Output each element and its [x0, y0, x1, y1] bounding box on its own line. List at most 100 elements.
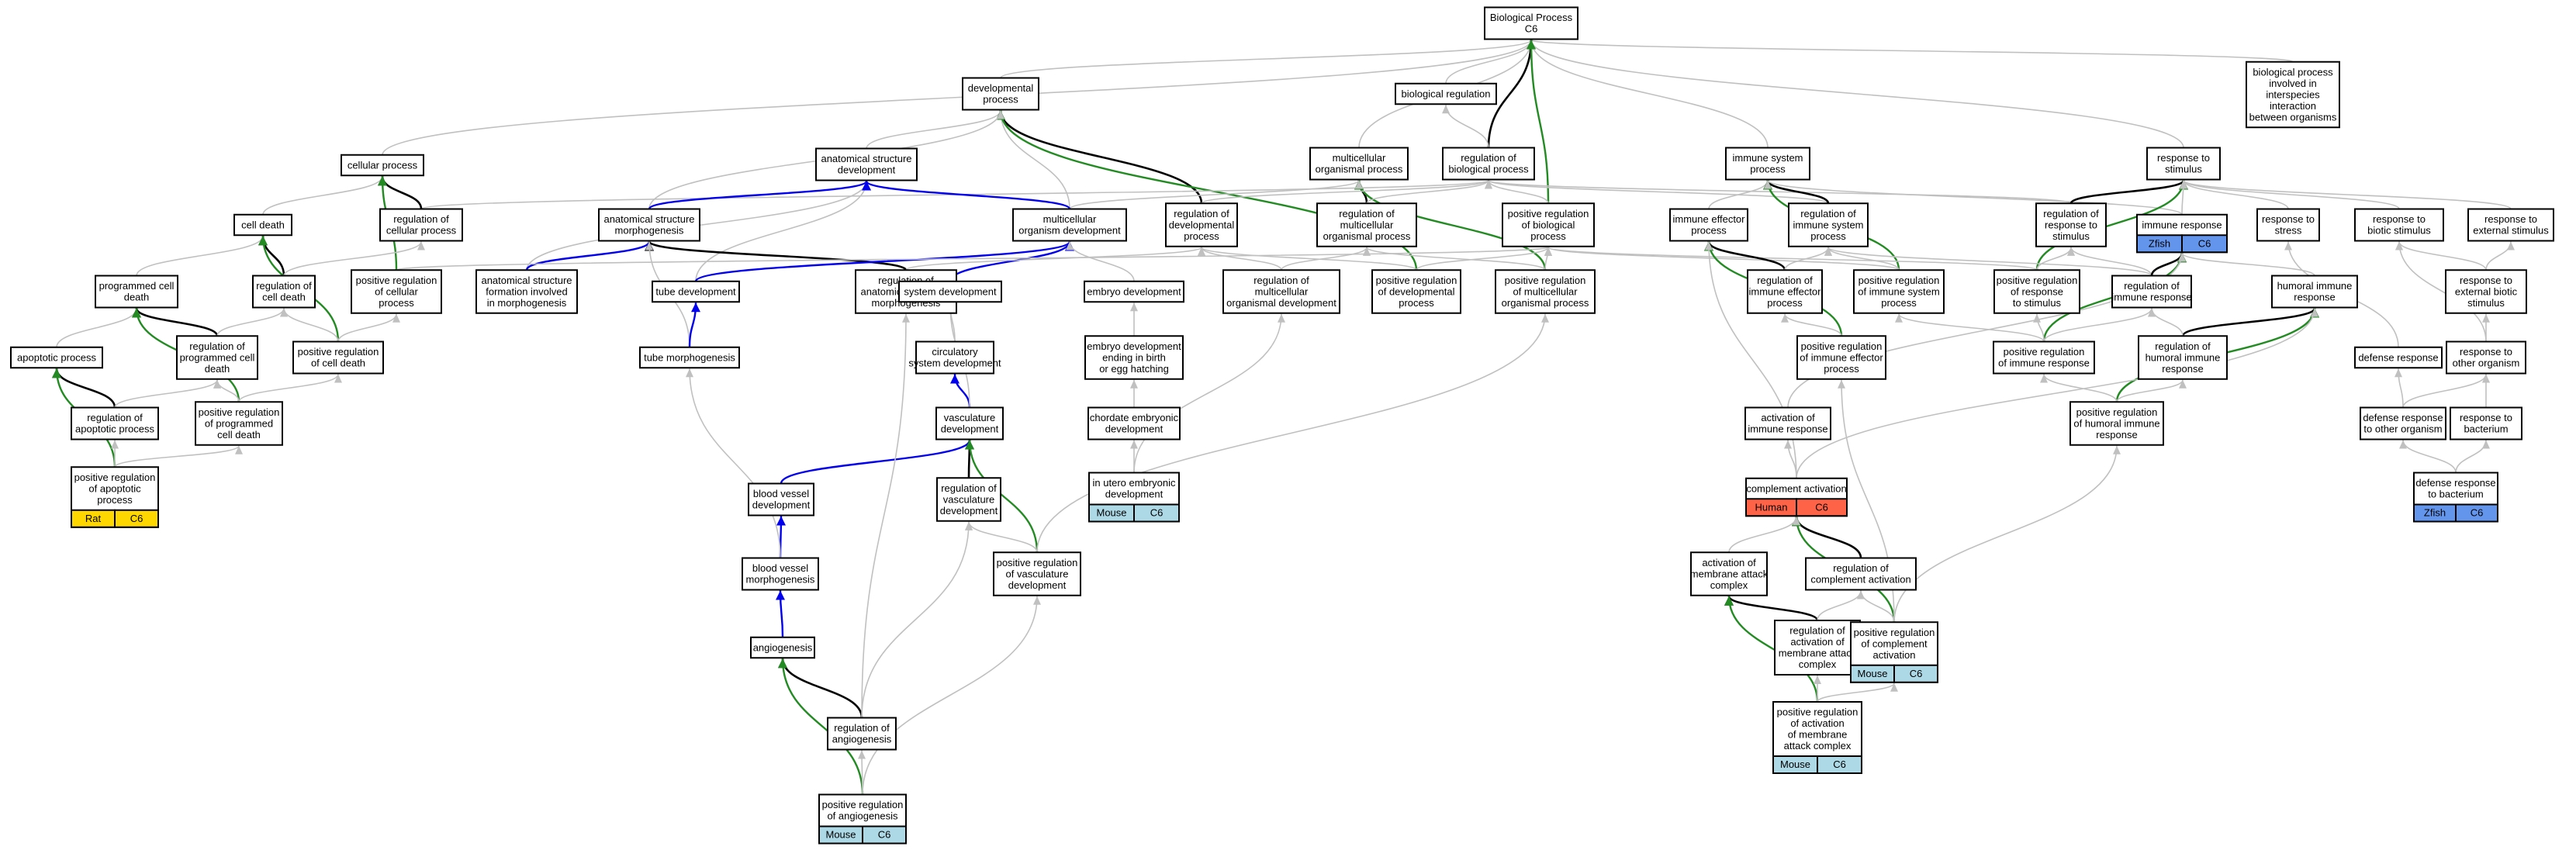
dataset-label: C6 — [130, 513, 143, 524]
edge-gray-posvasc-to-posmulti — [1036, 313, 1549, 553]
edge-gray-apoptotic-to-progdeath — [56, 308, 140, 347]
node-label-line: development — [1105, 489, 1164, 500]
edge-gray-immeff-to-immsys — [1708, 180, 1772, 209]
node-label-line: development — [1105, 423, 1164, 435]
node-label-line: biological process — [2253, 66, 2333, 78]
node-label-line: positive regulation — [298, 346, 379, 358]
node-box — [750, 636, 815, 659]
edge-gray-multidev-to-multiproc — [1069, 179, 1363, 210]
dataset-badge — [862, 825, 907, 845]
node-label-line: organismal process — [1502, 297, 1589, 309]
node-box — [1495, 269, 1596, 314]
dataset-badge — [1893, 664, 1938, 683]
node-label-line: response to — [2262, 213, 2315, 225]
edge-gray-bvmorph-to-tubemorph — [686, 368, 781, 558]
edge-blue-angio-to-bvmorph — [776, 590, 786, 638]
node-box — [2446, 340, 2526, 375]
node-box — [742, 557, 819, 591]
node-box — [1993, 269, 2080, 314]
node-label-line: process — [983, 94, 1018, 105]
node-box — [1774, 620, 1861, 676]
node-box — [1796, 335, 1886, 380]
node-label-line: of vasculature — [1006, 568, 1069, 579]
node-label-line: process — [1881, 297, 1917, 309]
edge-gray-tubedev-to-anatdev — [695, 181, 870, 282]
node-box — [1690, 551, 1768, 596]
edge-gray-regcelldeath-to-regcell — [283, 241, 425, 276]
edge-gray-regresp-to-regbio — [1485, 179, 2072, 205]
node-box — [2035, 202, 2107, 247]
edge-gray-cellproc-to-bp — [382, 40, 1535, 155]
edge-gray-posregcell-to-posbio — [396, 246, 1551, 271]
edge-gray-anatdev-to-devproc — [866, 110, 1004, 149]
edge-black-regangio-to-angio — [778, 658, 863, 718]
node-label-line: positive regulation — [1508, 208, 1589, 219]
node-label-line: of programmed — [205, 417, 273, 429]
node-label-line: stress — [2275, 225, 2302, 237]
edges-layer — [52, 39, 2515, 795]
node-label-line: stimulus — [2467, 297, 2505, 309]
node-label-line: complement activation — [1746, 482, 1846, 494]
edge-gray-regmultidev-to-regdev — [1198, 247, 1282, 271]
node-label-line: in utero embryonic — [1093, 477, 1176, 489]
edge-gray-posactmac-to-poscomp — [1817, 682, 1898, 703]
edge-gray-posimmeff-to-regimmeff — [1781, 313, 1842, 337]
node-box — [2467, 208, 2554, 242]
node-label-line: blood vessel — [753, 488, 809, 499]
edge-gray-regactmac-to-regcomp — [1817, 590, 1865, 621]
go-term-node-celldeath: cell death — [233, 213, 292, 237]
edge-gray-biotic-to-resp — [2180, 179, 2400, 210]
node-label-line: process — [1767, 297, 1803, 309]
node-label-line: immune response — [1748, 423, 1827, 435]
edge-gray-humoral-to-immresp — [2178, 252, 2315, 277]
node-label-line: anatomical structure — [603, 213, 694, 225]
node-label-line: vasculature — [943, 493, 994, 505]
node-label-line: organism development — [1018, 225, 1121, 237]
node-label-line: regulation of — [834, 722, 890, 734]
node-box — [652, 280, 740, 303]
node-label-line: external stimulus — [2473, 225, 2549, 237]
node-label-line: process — [97, 494, 133, 506]
edge-gray-bioreg-to-bp — [1445, 40, 1535, 84]
node-label-line: regulation of — [1757, 275, 1813, 286]
node-label-line: defense response — [2358, 351, 2438, 363]
node-label-line: immune effector — [1749, 285, 1822, 297]
edge-gray-posdevproc-to-posbio — [1416, 246, 1552, 271]
node-label-line: process — [1810, 230, 1846, 242]
node-box — [1442, 147, 1535, 181]
dataset-label: C6 — [2198, 237, 2211, 249]
edge-gray-regangio-to-reganatmorph — [861, 313, 910, 718]
node-label-line: of immune effector — [1800, 351, 1883, 363]
node-label-line: interspecies — [2266, 88, 2320, 100]
node-label-line: multicellular — [1340, 219, 1394, 230]
node-label-line: biological regulation — [1402, 88, 1491, 99]
node-label-line: regulation of — [189, 340, 245, 352]
edge-gray-posimmresp-to-regimmresp — [2043, 308, 2156, 342]
edge-gray-poscelldeath-to-regcelldeath — [280, 308, 339, 342]
node-box — [1484, 6, 1578, 40]
node-label-line: development — [838, 164, 896, 176]
node-label-line: regulation of — [1800, 208, 1856, 219]
edge-gray-extbiotic-to-external — [2485, 241, 2515, 271]
go-term-node-embryodev: embryo development — [1084, 280, 1184, 303]
node-label-line: developmental — [968, 82, 1034, 94]
edge-gray-regimmresp-to-regimmsys — [1824, 247, 2152, 277]
